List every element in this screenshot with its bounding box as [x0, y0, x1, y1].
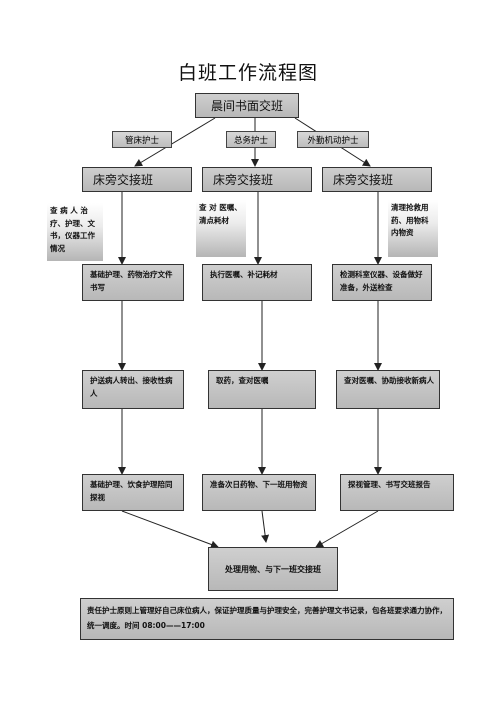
role-general-nurse: 总务护士	[226, 131, 276, 148]
step-1-general-nurse: 执行医嘱、补记耗材	[202, 264, 312, 301]
note-mobile-nurse: 清理抢救用药、用物科内物资	[388, 200, 438, 257]
note-general-nurse: 查 对 医嘱、清点耗材	[196, 200, 246, 257]
step-2-bed-nurse: 护送病人转出、接收性病人	[82, 370, 184, 409]
handover-merge-box: 处理用物、与下一班交接班	[208, 547, 338, 591]
role-bed-nurse: 管床护士	[112, 131, 172, 148]
step-3-bed-nurse: 基础护理、饮食护理陪同探视	[82, 474, 184, 511]
page-title: 白班工作流程图	[177, 62, 318, 84]
column-header-bed-nurse: 床旁交接班	[82, 167, 192, 192]
morning-handover-box: 晨间书面交班	[195, 93, 299, 118]
column-header-general-nurse: 床旁交接班	[202, 167, 312, 192]
note-bed-nurse: 查 病 人 治疗、护理、文书，仪器工作情况	[47, 203, 103, 261]
step-1-mobile-nurse: 检测科室仪器、设备做好准备，外送检查	[332, 264, 432, 301]
step-1-bed-nurse: 基础护理、药物治疗文件书写	[82, 264, 184, 301]
role-mobile-nurse: 外勤机动护士	[297, 131, 369, 148]
step-3-general-nurse: 准备次日药物、下一班用物资	[202, 474, 316, 511]
step-3-mobile-nurse: 探视管理、书写交班报告	[340, 474, 454, 511]
step-2-general-nurse: 取药，查对医嘱	[208, 370, 316, 409]
footer-note: 责任护士原则上管理好自己床位病人，保证护理质量与护理安全，完善护理文书记录，包各…	[80, 598, 454, 640]
column-header-mobile-nurse: 床旁交接班	[322, 167, 432, 192]
step-2-mobile-nurse: 查对医嘱、协助接收新病人	[336, 370, 440, 409]
